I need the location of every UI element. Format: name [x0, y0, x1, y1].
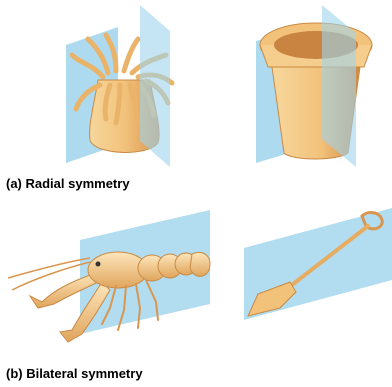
- lobster-figure: [6, 208, 216, 360]
- plane-front: [322, 5, 356, 167]
- sea-anemone-figure: [58, 5, 188, 167]
- flower-pot-illustration: [252, 5, 380, 167]
- flower-pot-figure: [252, 5, 380, 167]
- sea-anemone-illustration: [58, 5, 188, 167]
- caption-radial-symmetry: (a) Radial symmetry: [6, 176, 130, 191]
- lobster-illustration: [6, 208, 216, 360]
- shovel-figure: [240, 208, 392, 320]
- plane-front: [140, 5, 170, 167]
- caption-bilateral-symmetry: (b) Bilateral symmetry: [6, 366, 143, 381]
- shovel-illustration: [240, 208, 392, 320]
